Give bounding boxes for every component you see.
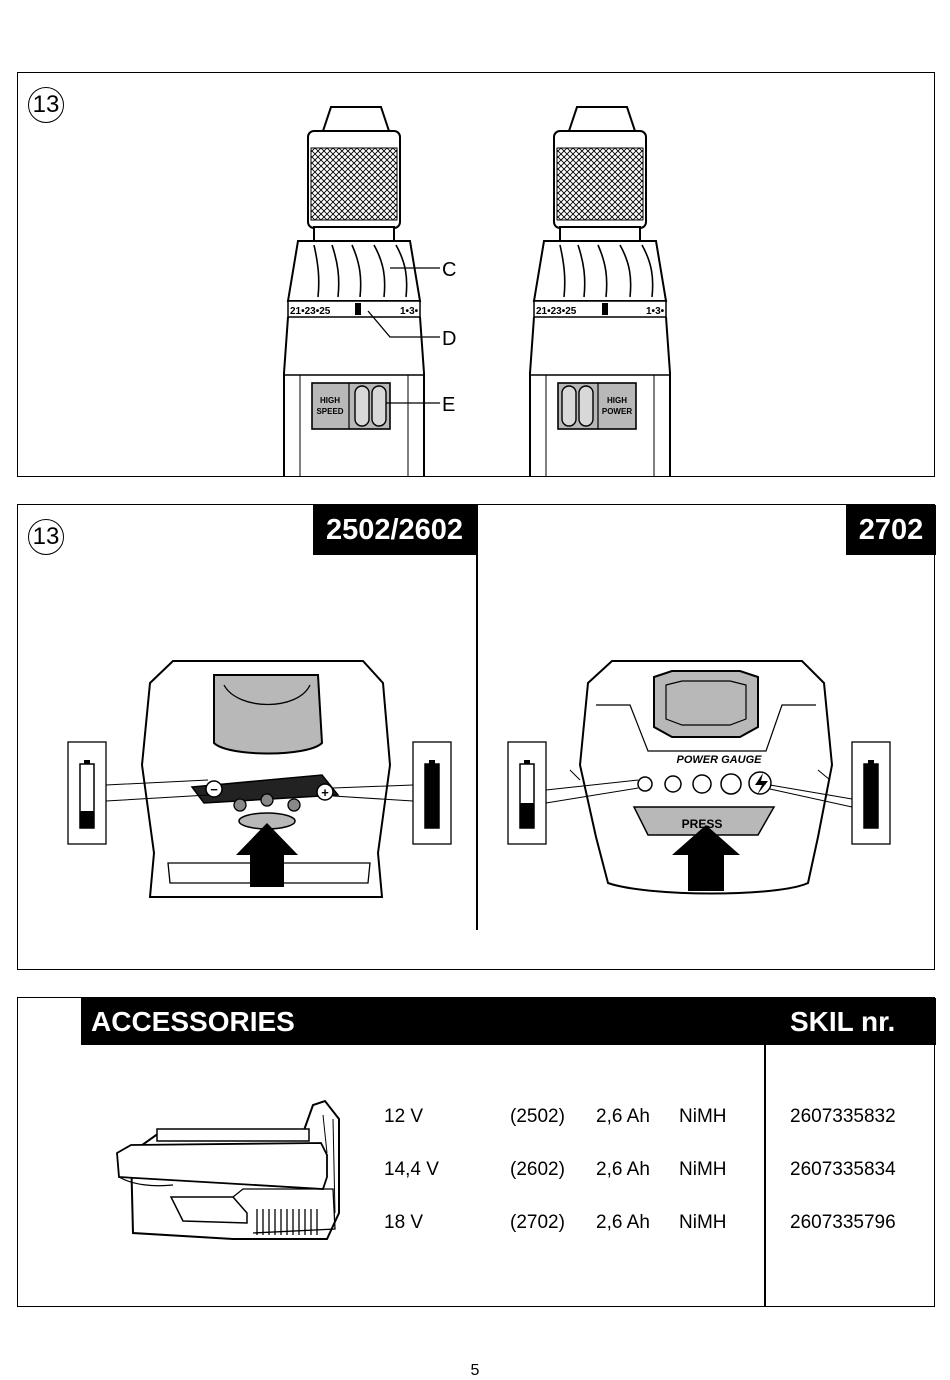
plus-symbol: + [321, 785, 329, 800]
panel-divider [476, 505, 478, 930]
row2-skil-nr: 2607335834 [790, 1159, 896, 1180]
right-drill: 21•23•25 1•3• HIGH POWER [529, 106, 671, 476]
figure-number-mid: 13 [28, 519, 64, 555]
battery-pack-icon [116, 1099, 340, 1240]
power-gauge-label: POWER GAUGE [677, 754, 763, 766]
figure-number: 13 [28, 87, 64, 123]
row2-model: (2602) [510, 1159, 565, 1180]
row3-type: NiMH [679, 1212, 727, 1233]
row1-voltage: 12 V [384, 1106, 424, 1127]
press-label: PRESS [682, 817, 723, 831]
minus-symbol: − [210, 782, 218, 797]
row3-model: (2702) [510, 1212, 565, 1233]
row3-voltage: 18 V [384, 1212, 424, 1233]
skil-nr-header: SKIL nr. [766, 998, 936, 1045]
high-power-line1: HIGH [607, 396, 627, 405]
label-c: C [442, 259, 456, 281]
left-scale-text-right: 1•3• [400, 306, 419, 317]
row3-capacity: 2,6 Ah [596, 1212, 650, 1233]
drill-illustration: 21•23•25 1•3• HIGH SPEED C D E [283, 106, 671, 476]
row1-model: (2502) [510, 1106, 565, 1127]
label-e: E [442, 394, 455, 416]
row2-capacity: 2,6 Ah [596, 1159, 650, 1180]
battery-2702: POWER GAUGE PRESS [507, 660, 891, 895]
battery-2502-2602: − + [67, 660, 452, 898]
lightning-icon [755, 773, 768, 795]
left-scale-text: 21•23•25 [290, 306, 331, 317]
row2-voltage: 14,4 V [384, 1159, 439, 1180]
row2-type: NiMH [679, 1159, 727, 1180]
high-speed-line1: HIGH [320, 396, 340, 405]
right-scale-text: 21•23•25 [536, 306, 577, 317]
accessories-title: ACCESSORIES [81, 998, 771, 1045]
label-d: D [442, 328, 456, 350]
row3-skil-nr: 2607335796 [790, 1212, 896, 1233]
right-scale-text-right: 1•3• [646, 306, 665, 317]
accessories-panel: ACCESSORIES SKIL nr. 12 V (2502) 2,6 Ah … [17, 997, 936, 1307]
row1-capacity: 2,6 Ah [596, 1106, 650, 1127]
battery-illustrations: − + POWER GAUGE [67, 660, 891, 898]
figure-13-mid-panel: 13 2502/2602 2702 − + [17, 504, 936, 970]
column-divider [764, 1045, 766, 1306]
model-label-2502-2602: 2502/2602 [313, 505, 476, 555]
high-power-line2: POWER [602, 407, 632, 416]
figure-13-top-panel: 13 21•23•25 1•3• [17, 72, 935, 477]
model-label-2702: 2702 [846, 505, 936, 555]
page-number: 5 [470, 1362, 480, 1379]
left-drill: 21•23•25 1•3• HIGH SPEED C D E [283, 106, 456, 476]
row1-type: NiMH [679, 1106, 727, 1127]
row1-skil-nr: 2607335832 [790, 1106, 896, 1127]
high-speed-line2: SPEED [316, 407, 343, 416]
